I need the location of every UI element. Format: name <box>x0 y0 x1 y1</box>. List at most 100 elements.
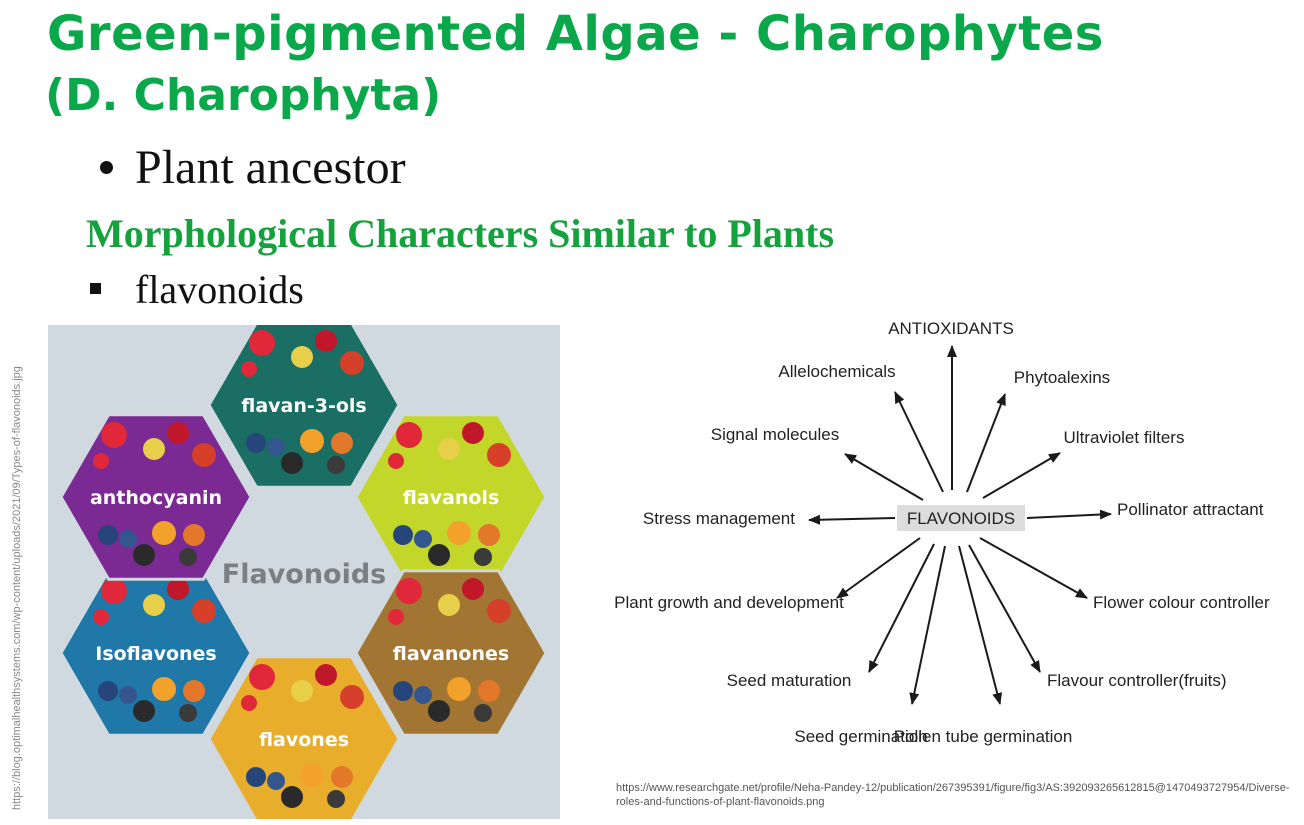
fruit-icon <box>462 422 484 444</box>
fruit-icon <box>267 438 285 456</box>
role-label: Seed maturation <box>727 671 852 690</box>
hex-label: flavanones <box>393 643 509 665</box>
fruit-icon <box>192 599 216 623</box>
role-arrow <box>1026 509 1112 520</box>
bullet-plant-ancestor: Plant ancestor <box>100 140 406 195</box>
fruit-icon <box>143 438 165 460</box>
fruit-icon <box>192 443 216 467</box>
roles-graphic: FLAVONOIDSANTIOXIDANTSPhytoalexinsUltrav… <box>614 319 1270 746</box>
fruit-icon <box>388 453 404 469</box>
fruit-icon <box>98 525 118 545</box>
bullet-dot-icon <box>100 161 113 175</box>
hex-flavanones: flavanones <box>354 569 548 737</box>
role-label: Plant growth and development <box>614 593 844 612</box>
fruit-icon <box>315 664 337 686</box>
fruit-icon <box>300 429 324 453</box>
role-arrow <box>982 452 1061 499</box>
fruit-icon <box>474 704 492 722</box>
fruit-icon <box>143 594 165 616</box>
fruit-icon <box>281 452 303 474</box>
fruit-icon <box>249 664 275 690</box>
role-arrow <box>836 537 921 599</box>
fruit-icon <box>478 680 500 702</box>
hex-isoflavones: Isoflavones <box>59 569 253 737</box>
fruit-icon <box>241 695 257 711</box>
image-credit-left: https://blog.optimalhealthsystems.com/wp… <box>11 366 23 810</box>
role-label: Ultraviolet filters <box>1064 428 1185 447</box>
fruit-icon <box>291 346 313 368</box>
fruit-icon <box>291 680 313 702</box>
fruit-icon <box>327 790 345 808</box>
fruit-icon <box>267 772 285 790</box>
fruit-icon <box>119 530 137 548</box>
fruit-icon <box>246 433 266 453</box>
role-arrow <box>844 453 924 501</box>
fruit-icon <box>167 422 189 444</box>
fruit-icon <box>183 524 205 546</box>
fruit-icon <box>101 422 127 448</box>
role-label: Flower colour controller <box>1093 593 1270 612</box>
fruit-icon <box>327 456 345 474</box>
section-heading: Morphological Characters Similar to Plan… <box>86 211 835 256</box>
fruit-icon <box>340 685 364 709</box>
role-label: Stress management <box>643 509 795 528</box>
fruit-icon <box>447 521 471 545</box>
fruit-icon <box>478 524 500 546</box>
fruit-icon <box>241 361 257 377</box>
fruit-icon <box>428 544 450 566</box>
role-label: Signal molecules <box>711 425 840 444</box>
role-arrow <box>968 544 1041 673</box>
bullet-square-icon <box>90 283 101 295</box>
role-label: Allelochemicals <box>778 362 895 381</box>
fruit-icon <box>98 681 118 701</box>
center-label: FLAVONOIDS <box>907 509 1015 528</box>
fruit-icon <box>93 453 109 469</box>
fruit-icon <box>179 548 197 566</box>
role-arrow <box>966 393 1006 493</box>
role-arrow <box>909 545 946 705</box>
hex-label: flavan-3-ols <box>241 395 367 417</box>
slide-subtitle: (D. Charophyta) <box>45 70 442 121</box>
hex-flavanols: flavanols <box>354 413 548 581</box>
fruit-icon <box>300 763 324 787</box>
role-arrow <box>868 543 935 673</box>
fruit-icon <box>331 432 353 454</box>
hex-label: anthocyanin <box>90 487 222 509</box>
fruit-icon <box>331 766 353 788</box>
role-label: Pollen tube germination <box>894 727 1073 746</box>
fruit-icon <box>447 677 471 701</box>
fruit-icon <box>396 422 422 448</box>
hex-label: flavanols <box>403 487 500 509</box>
hex-flavones: flavones <box>207 655 401 819</box>
bullet-text: Plant ancestor <box>135 141 406 194</box>
fruit-icon <box>315 330 337 352</box>
hex-center-label: Flavonoids <box>222 559 387 590</box>
fruit-icon <box>133 544 155 566</box>
role-label: Flavour controller(fruits) <box>1047 671 1227 690</box>
fruit-icon <box>462 578 484 600</box>
role-arrow <box>958 545 1003 705</box>
hex-flavan-3-ols: flavan-3-ols <box>207 325 401 489</box>
fruit-icon <box>179 704 197 722</box>
fruit-icon <box>414 686 432 704</box>
role-arrow <box>808 514 896 525</box>
fruit-icon <box>438 438 460 460</box>
fruit-icon <box>249 330 275 356</box>
fruit-icon <box>93 609 109 625</box>
fruit-icon <box>101 578 127 604</box>
role-label: Pollinator attractant <box>1117 500 1264 519</box>
fruit-icon <box>487 599 511 623</box>
hex-label: Isoflavones <box>95 643 217 665</box>
fruit-icon <box>246 767 266 787</box>
fruit-icon <box>281 786 303 808</box>
image-credit-right: https://www.researchgate.net/profile/Neh… <box>616 782 1290 808</box>
fruit-icon <box>428 700 450 722</box>
fruit-icon <box>438 594 460 616</box>
role-arrow <box>979 537 1088 599</box>
role-arrow <box>894 391 944 493</box>
fruit-icon <box>133 700 155 722</box>
fruit-icon <box>183 680 205 702</box>
fruit-icon <box>487 443 511 467</box>
